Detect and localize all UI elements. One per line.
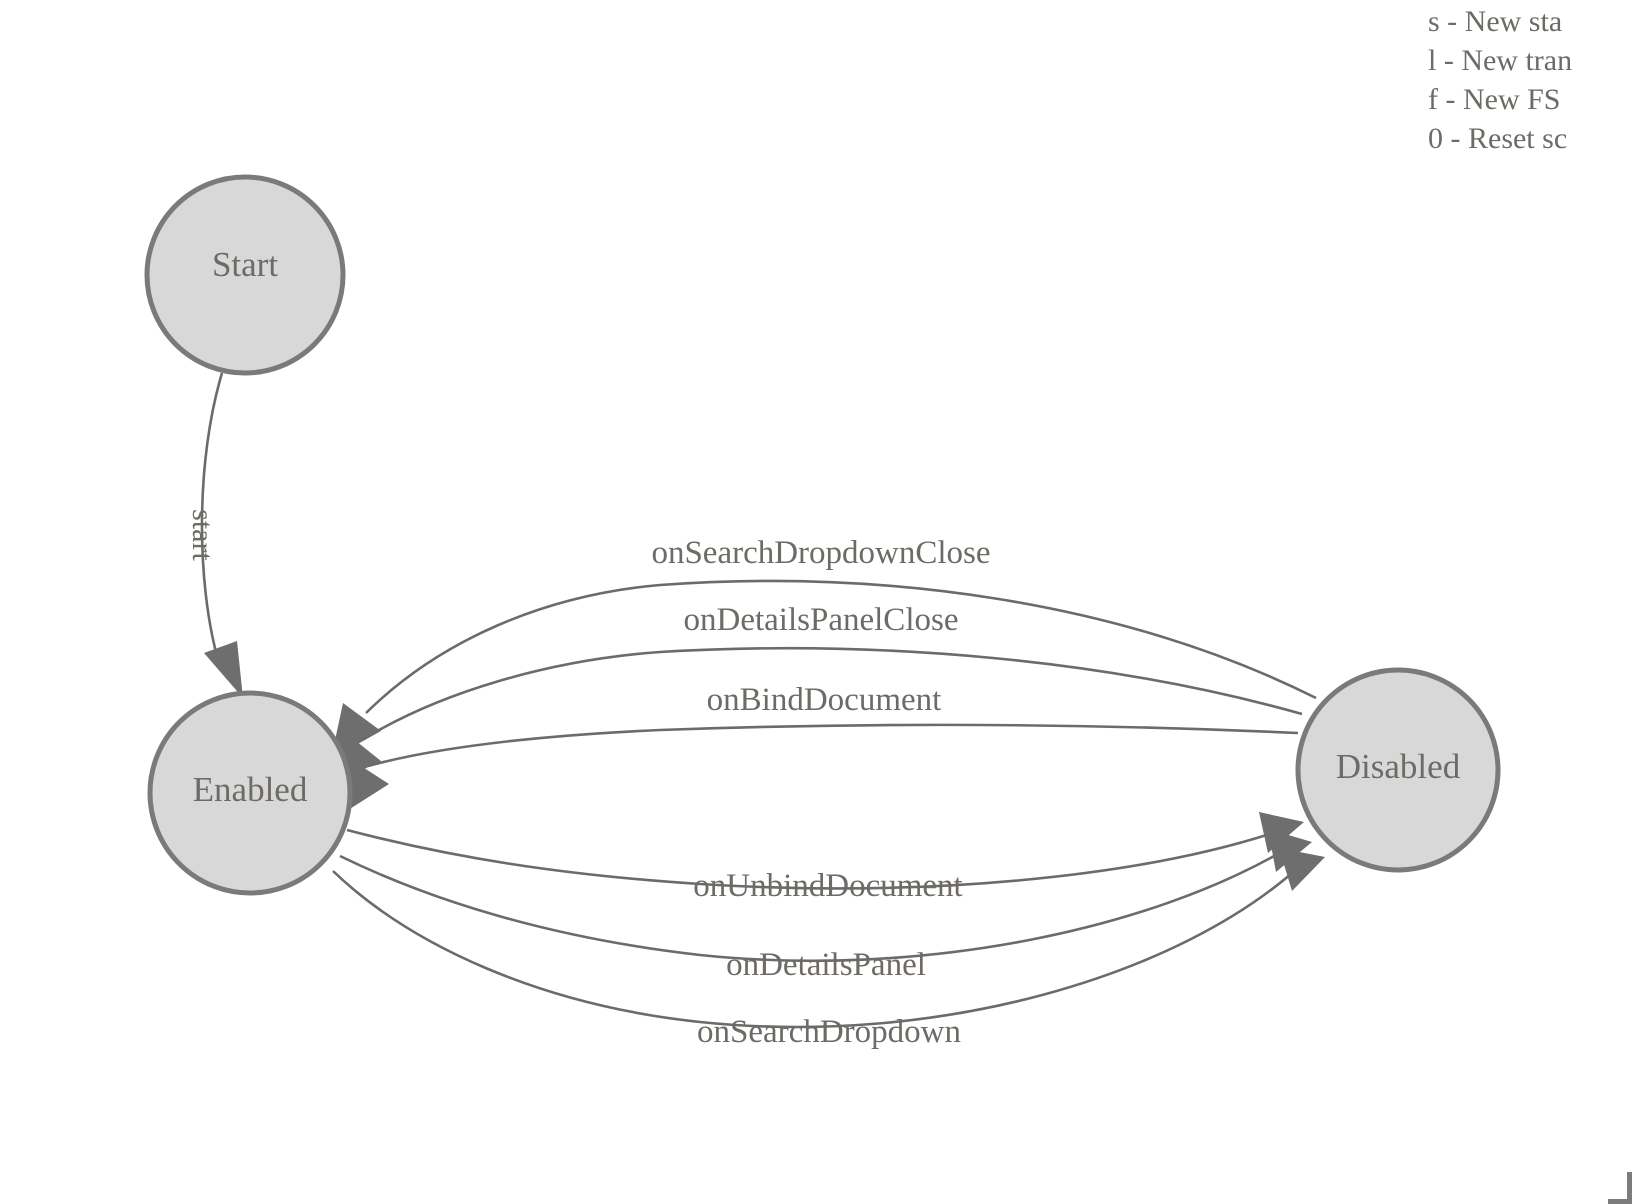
edge-path-e3[interactable] xyxy=(367,723,1299,768)
edge-arrowhead-e6 xyxy=(1279,848,1325,891)
help-line-reset: 0 - Reset sc xyxy=(1428,122,1568,155)
edge-path-e2[interactable] xyxy=(361,646,1303,742)
keyboard-shortcut-help: s - New sta l - New tran f - New FS 0 - … xyxy=(1428,0,1632,158)
edge-path-e1[interactable] xyxy=(365,579,1317,714)
help-line-new-transition: l - New tran xyxy=(1428,44,1573,77)
node-enabled[interactable]: Enabled xyxy=(147,690,353,896)
node-disabled[interactable]: Disabled xyxy=(1295,667,1501,873)
edge-path-e4[interactable] xyxy=(346,828,1283,890)
edge-enabled-to-disabled-searchdropdown[interactable] xyxy=(332,848,1325,1029)
edge-label-onbinddocument: onBindDocument xyxy=(707,682,942,718)
edge-enabled-to-disabled-unbinddocument[interactable] xyxy=(346,812,1304,890)
edge-path-e5[interactable] xyxy=(339,846,1289,963)
node-enabled-label: Enabled xyxy=(193,770,308,809)
edge-label-onsearchdropdown: onSearchDropdown xyxy=(697,1014,961,1050)
edge-arrowhead-e3 xyxy=(345,757,389,812)
node-disabled-label: Disabled xyxy=(1336,747,1461,786)
edge-label-onsearchdropdownclose: onSearchDropdownClose xyxy=(651,535,990,571)
edge-label-start: start xyxy=(186,509,219,561)
node-start[interactable]: Start xyxy=(144,174,346,376)
edge-path-e6[interactable] xyxy=(332,865,1301,1029)
edge-arrowhead-start xyxy=(204,641,243,698)
edge-path-start[interactable] xyxy=(200,372,224,661)
edge-label-onunbinddocument: onUnbindDocument xyxy=(693,868,962,904)
edge-start-to-enabled[interactable] xyxy=(200,372,243,698)
canvas-corner-frame xyxy=(1608,1172,1632,1204)
node-start-circle[interactable] xyxy=(144,174,346,376)
edge-arrowhead-e4 xyxy=(1259,812,1304,853)
node-start-label: Start xyxy=(212,245,278,284)
node-disabled-circle[interactable] xyxy=(1295,667,1501,873)
edge-disabled-to-enabled-binddocument[interactable] xyxy=(345,723,1299,812)
help-line-new-fsm: f - New FS xyxy=(1428,83,1561,116)
edge-label-ondetailspanelclose: onDetailsPanelClose xyxy=(684,602,959,638)
node-enabled-circle[interactable] xyxy=(147,690,353,896)
edge-label-ondetailspanel: onDetailsPanel xyxy=(726,947,926,983)
help-line-new-state: s - New sta xyxy=(1428,5,1563,38)
